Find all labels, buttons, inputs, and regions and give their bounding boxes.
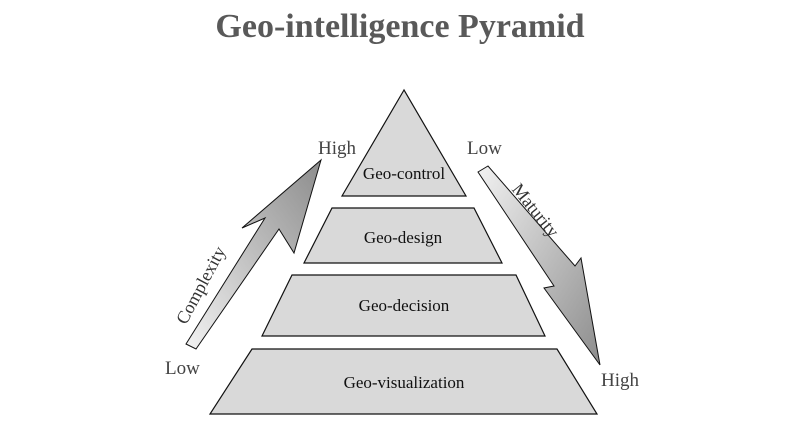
- tier-label-geo-decision: Geo-decision: [359, 296, 450, 315]
- pyramid-tier-geo-decision: [261, 274, 546, 337]
- maturity-arrow-icon: [477, 165, 601, 366]
- diagram-title: Geo-intelligence Pyramid: [215, 8, 584, 45]
- maturity-low-label: Low: [467, 138, 502, 159]
- tier-label-geo-design: Geo-design: [364, 228, 443, 247]
- complexity-low-label: Low: [165, 358, 200, 379]
- pyramid-tier-geo-control: [340, 88, 468, 197]
- complexity-axis-label: Complexity: [172, 243, 230, 327]
- pyramid-tier-geo-visualization: [208, 348, 599, 415]
- pyramid-tier-geo-design: [303, 207, 503, 264]
- tier-label-geo-control: Geo-control: [363, 164, 445, 183]
- complexity-arrow-icon: [185, 158, 322, 350]
- complexity-high-label: High: [318, 138, 357, 159]
- maturity-high-label: High: [601, 370, 640, 391]
- tier-label-geo-visualization: Geo-visualization: [344, 373, 465, 392]
- pyramid: Geo-control Geo-design Geo-decision Geo-…: [208, 88, 599, 415]
